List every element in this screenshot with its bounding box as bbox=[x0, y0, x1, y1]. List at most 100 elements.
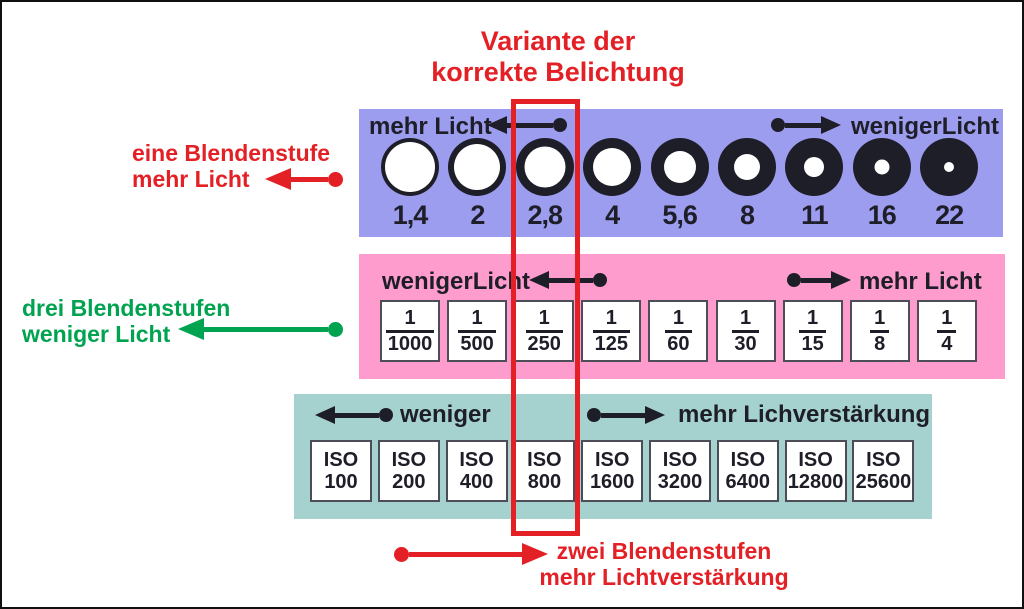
fraction-numerator: 1 bbox=[672, 306, 684, 329]
aperture-opening bbox=[944, 162, 955, 172]
arrow-right-more-gain-icon bbox=[587, 404, 665, 426]
aperture-circle-icon bbox=[920, 138, 979, 196]
fraction-denominator: 15 bbox=[801, 332, 824, 355]
fraction-denominator: 60 bbox=[667, 332, 690, 355]
arrow-dot bbox=[587, 408, 601, 422]
aperture-opening bbox=[524, 146, 566, 188]
aperture-stop: 8 bbox=[714, 138, 781, 230]
arrow-right-more-light-icon bbox=[787, 269, 851, 291]
arrow-left-less-gain-icon bbox=[315, 404, 393, 426]
iso-prefix: ISO bbox=[798, 449, 833, 471]
iso-note-arrow-icon bbox=[394, 543, 548, 565]
arrow-dot bbox=[328, 171, 343, 187]
fraction-numerator: 1 bbox=[404, 306, 416, 329]
arrowhead-icon bbox=[178, 318, 204, 340]
aperture-stop: 4 bbox=[579, 138, 646, 230]
fraction-numerator: 1 bbox=[941, 306, 953, 329]
title-line-2: korrekte Belichtung bbox=[431, 57, 685, 87]
aperture-opening bbox=[385, 142, 435, 192]
arrowhead-icon bbox=[821, 116, 841, 134]
f-number-label: 4 bbox=[605, 200, 620, 230]
arrow-dot bbox=[394, 546, 409, 562]
aperture-circle-icon bbox=[718, 138, 776, 196]
shutter-less-light-label: wenigerLicht bbox=[382, 268, 531, 295]
shutter-note: drei Blendenstufen weniger Licht bbox=[22, 295, 230, 347]
aperture-opening bbox=[734, 154, 760, 180]
fraction-bar bbox=[870, 329, 890, 333]
arrow-shaft bbox=[601, 412, 645, 418]
aperture-circle-icon bbox=[381, 138, 439, 196]
arrow-shaft bbox=[785, 122, 821, 128]
fraction-bar bbox=[525, 329, 563, 333]
fraction-denominator: 500 bbox=[460, 332, 494, 355]
iso-value: 25600 bbox=[855, 471, 912, 493]
arrowhead-icon bbox=[315, 406, 335, 424]
aperture-note-line-2: mehr Licht bbox=[132, 166, 250, 192]
fraction-bar bbox=[592, 329, 630, 333]
iso-prefix: ISO bbox=[662, 449, 698, 471]
arrow-dot bbox=[593, 273, 607, 287]
iso-value: 400 bbox=[459, 471, 494, 493]
iso-value: 200 bbox=[392, 471, 426, 493]
arrow-dot bbox=[787, 273, 801, 287]
aperture-stop: 1,4 bbox=[377, 138, 444, 230]
iso-value: 1600 bbox=[589, 471, 635, 493]
arrowhead-icon bbox=[265, 168, 291, 190]
iso-prefix: ISO bbox=[594, 449, 630, 471]
fraction-numerator: 1 bbox=[605, 306, 617, 329]
iso-note: zwei Blendenstufen mehr Lichtverstärkung bbox=[526, 538, 802, 590]
iso-prefix: ISO bbox=[730, 449, 766, 471]
aperture-stop: 2,8 bbox=[511, 138, 578, 230]
iso-prefix: ISO bbox=[527, 449, 562, 471]
shutter-more-light-label: mehr Licht bbox=[859, 268, 982, 295]
title-line-1: Variante der bbox=[480, 26, 636, 56]
arrow-dot bbox=[553, 118, 567, 132]
aperture-circle-icon bbox=[785, 138, 844, 196]
f-number-label: 5,6 bbox=[662, 200, 698, 230]
iso-prefix: ISO bbox=[391, 449, 427, 471]
fraction-denominator: 30 bbox=[734, 332, 757, 355]
f-number-label: 2 bbox=[470, 200, 485, 230]
f-number-label: 11 bbox=[801, 200, 829, 230]
shutter-note-line-2: weniger Licht bbox=[22, 321, 171, 347]
fraction-numerator: 1 bbox=[874, 306, 886, 329]
aperture-more-light-label: mehr Licht bbox=[369, 113, 492, 140]
arrowhead-icon bbox=[529, 271, 549, 289]
aperture-stop: 11 bbox=[781, 138, 848, 230]
fraction-bar bbox=[458, 329, 496, 333]
fraction-bar bbox=[732, 329, 759, 333]
iso-prefix: ISO bbox=[459, 449, 494, 471]
aperture-less-light-label: wenigerLicht bbox=[851, 113, 1000, 140]
fraction-numerator: 1 bbox=[739, 306, 752, 329]
iso-more-gain-label: mehr Lichverstärkung bbox=[678, 401, 931, 428]
fraction-denominator: 125 bbox=[594, 332, 628, 355]
aperture-opening bbox=[454, 144, 501, 190]
arrow-dot bbox=[379, 408, 393, 422]
arrow-shaft bbox=[291, 176, 328, 182]
shutter-note-arrow-icon bbox=[178, 318, 343, 340]
fraction-numerator: 1 bbox=[471, 306, 483, 329]
arrowhead-icon bbox=[522, 543, 548, 565]
arrowhead-icon bbox=[645, 406, 665, 424]
iso-value: 6400 bbox=[725, 471, 771, 493]
aperture-circle-icon bbox=[583, 138, 642, 196]
aperture-circle-icon bbox=[515, 138, 574, 196]
